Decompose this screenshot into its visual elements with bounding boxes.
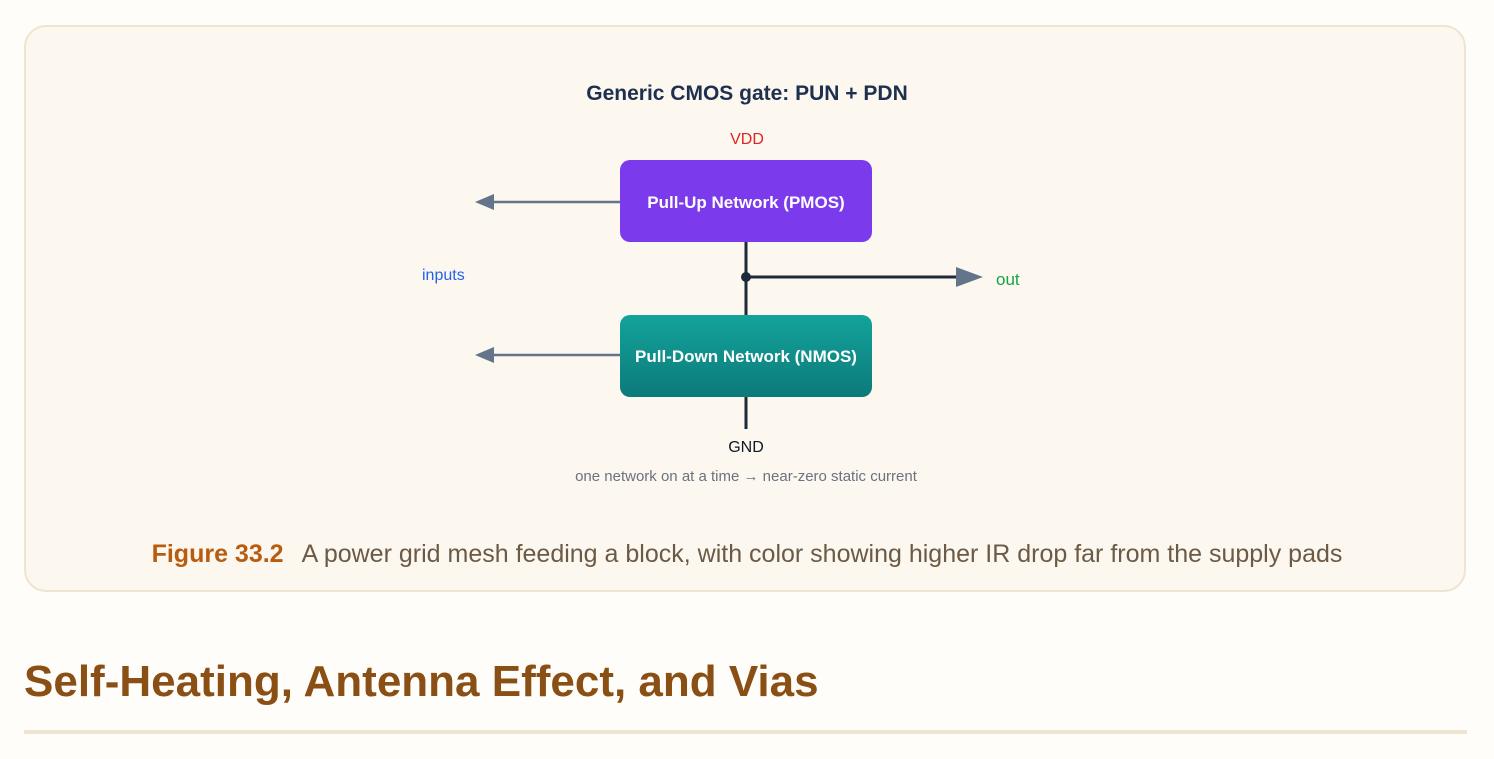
pull-down-network-block — [620, 315, 872, 397]
pull-up-network-block — [620, 160, 872, 242]
gnd-label: GND — [728, 439, 764, 456]
input-arrow-top — [475, 194, 620, 210]
figure-caption-label: Figure 33.2 — [151, 540, 284, 568]
cmos-gate-diagram: Generic CMOS gate: PUN + PDN VDD inputs … — [422, 82, 1020, 485]
diagram-footnote: one network on at a time → near-zero sta… — [575, 468, 918, 485]
section-heading: Self-Heating, Antenna Effect, and Vias — [24, 657, 819, 706]
inputs-label: inputs — [422, 267, 465, 284]
figure-caption-text: A power grid mesh feeding a block, with … — [301, 540, 1343, 568]
pull-up-network-label: Pull-Up Network (PMOS) — [647, 193, 844, 212]
figure-card: Generic CMOS gate: PUN + PDN VDD inputs … — [24, 25, 1466, 592]
output-label: out — [996, 270, 1020, 289]
diagram-title: Generic CMOS gate: PUN + PDN — [586, 82, 908, 105]
pull-down-network-label: Pull-Down Network (NMOS) — [635, 347, 857, 366]
figure-caption: Figure 33.2 A power grid mesh feeding a b… — [26, 538, 1468, 570]
input-arrow-bottom — [475, 347, 620, 363]
output-arrowhead — [956, 267, 983, 287]
output-node-dot — [741, 272, 751, 282]
section-divider — [24, 730, 1467, 734]
vdd-label: VDD — [730, 131, 764, 148]
